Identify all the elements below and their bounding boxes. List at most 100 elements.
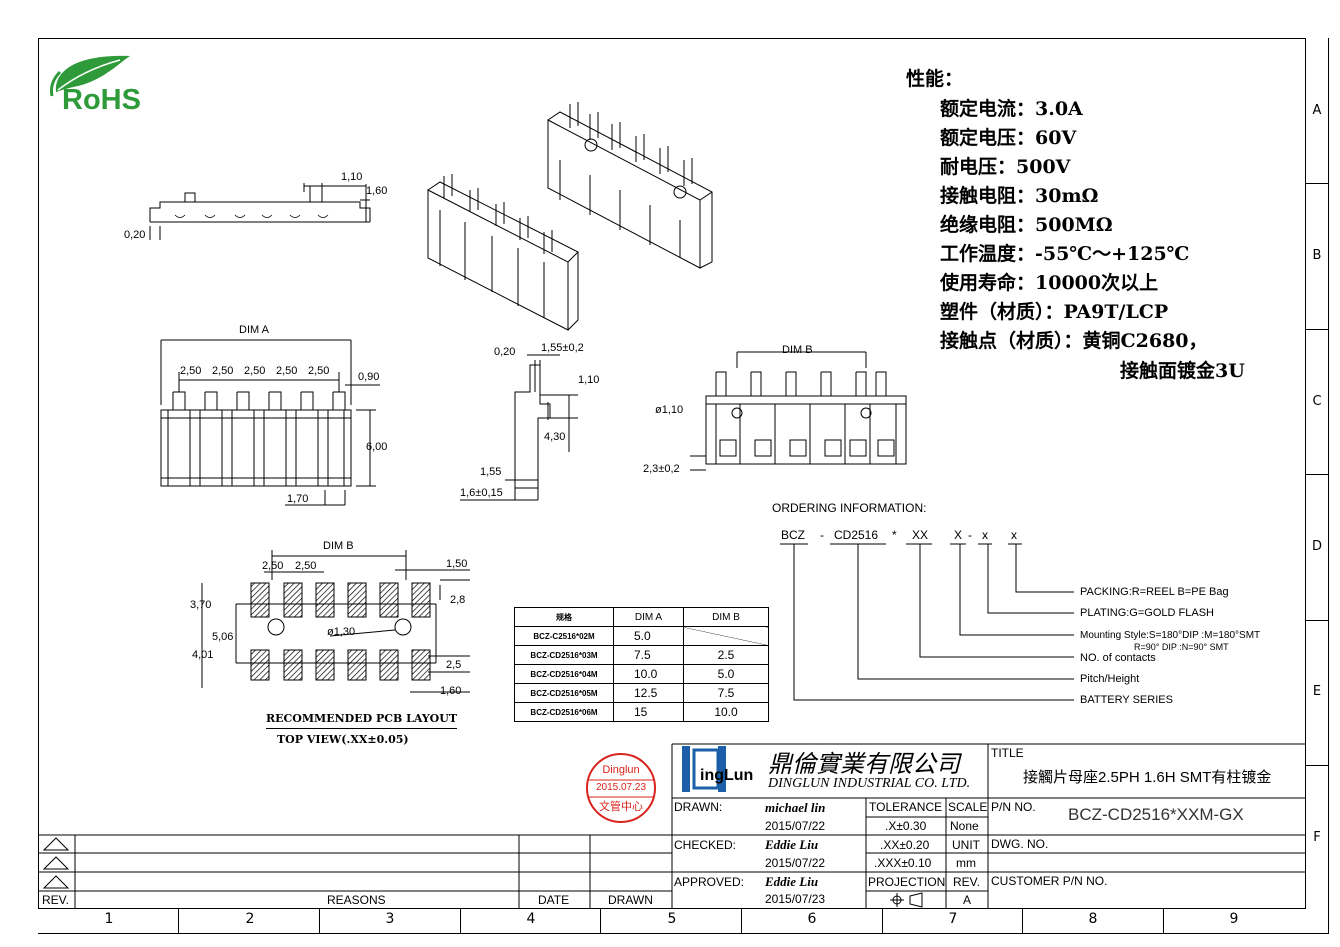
zone-row-d: D	[1311, 539, 1322, 554]
drawing-title: 接觸片母座2.5PH 1.6H SMT有柱镀金	[1023, 769, 1272, 786]
table-cell: BCZ-C2516*02M	[514, 626, 614, 646]
table-cell: 10.0	[683, 702, 769, 722]
zone-row-a: A	[1312, 103, 1322, 118]
projection-symbol	[890, 892, 923, 908]
dim-text: 2,50	[295, 560, 317, 572]
ordering-note: R=90° DIP :N=90° SMT	[1134, 642, 1229, 652]
table-cell: 7.5	[683, 683, 769, 703]
approved-date: 2015/07/23	[765, 892, 826, 906]
company-mark-text: ingLun	[700, 767, 754, 784]
dim-text: DIM B	[782, 344, 813, 356]
zone-divider	[1306, 183, 1328, 184]
dim-text: 2,50	[262, 560, 284, 572]
ruler-divider	[600, 909, 601, 933]
table-cell: BCZ-CD2516*06M	[514, 702, 614, 722]
ordering-code: -	[968, 528, 972, 542]
dim-text: ø1,30	[327, 626, 356, 638]
rohs-logo: RoHS	[48, 50, 158, 120]
dim-text: 2,50	[276, 365, 298, 377]
table-cell: 5.0	[683, 664, 769, 684]
zone-row-c: C	[1312, 394, 1322, 409]
front-view-dim-b	[690, 351, 907, 471]
ordering-note: PACKING:R=REEL B=PE Bag	[1080, 586, 1229, 598]
ordering-code: x	[1011, 528, 1017, 542]
stamp-dept: 文管中心	[599, 800, 643, 813]
company-name-en: DINGLUN INDUSTRIAL CO. LTD.	[768, 776, 971, 791]
dim-text: 2,50	[308, 365, 330, 377]
table-cell: 10.0	[613, 664, 684, 684]
iso-view-right	[547, 102, 713, 269]
table-cell: 12.5	[613, 683, 684, 703]
rev-label: REV.	[953, 875, 980, 889]
pcb-layout	[201, 550, 470, 693]
dim-text: 2,3±0,2	[643, 463, 680, 475]
dim-text: 1,55±0,2	[541, 342, 584, 354]
spec-line: 使用寿命：10000次以上	[940, 272, 1159, 294]
ordering-code: BCZ	[781, 528, 805, 542]
tolerance-x: .X±0.30	[885, 819, 927, 833]
title-block-lines	[38, 743, 1306, 909]
checked-name: Eddie Liu	[765, 837, 819, 852]
dim-text: 1,10	[341, 171, 363, 183]
stamp-date: 2015.07.23	[595, 782, 647, 793]
zone-divider	[1306, 620, 1328, 621]
dim-text: 0,20	[494, 346, 516, 358]
unit-value: mm	[956, 856, 976, 870]
ordering-code: XX	[912, 528, 929, 542]
ordering-code: X	[954, 528, 963, 542]
drawn-date: 2015/07/22	[765, 819, 826, 833]
side-view	[149, 183, 371, 240]
dim-text: ø1,10	[655, 404, 684, 416]
ruler-divider	[1163, 909, 1164, 933]
ordering-note: NO. of contacts	[1080, 652, 1156, 664]
scale-label: SCALE	[948, 800, 988, 814]
spec-line: 额定电流：3.0A	[940, 98, 1083, 120]
specs-heading: 性能：	[906, 68, 964, 90]
reasons-col-header: REASONS	[327, 893, 386, 907]
dim-text: DIM B	[323, 540, 354, 552]
checked-date: 2015/07/22	[765, 856, 826, 870]
table-cell: 7.5	[613, 645, 684, 665]
table-header: 规格	[514, 607, 614, 627]
dim-text: 3,70	[190, 599, 212, 611]
dim-text: 1,10	[578, 374, 600, 386]
rev-col-header: REV.	[42, 893, 69, 907]
ordering-code: *	[892, 528, 897, 542]
drawn-col-header: DRAWN	[608, 893, 653, 907]
front-view-dim-a	[160, 339, 380, 506]
zone-col-9: 9	[1229, 911, 1239, 927]
ruler-divider	[741, 909, 742, 933]
profile-view	[460, 354, 578, 501]
iso-view-left	[427, 174, 579, 331]
zone-divider	[1306, 474, 1328, 475]
dim-text: 1,60	[440, 685, 462, 697]
pcb-caption-title: RECOMMENDED PCB LAYOUT	[266, 712, 458, 729]
spec-line: 绝缘电阻：500MΩ	[940, 214, 1113, 236]
tolerance-xxx: .XXX±0.10	[874, 856, 932, 870]
dim-text: 5,06	[212, 631, 234, 643]
spec-line: 接触点（材质）：黄铜C2680，	[940, 330, 1208, 352]
title-label: TITLE	[991, 746, 1024, 760]
zone-row-e: E	[1312, 684, 1322, 699]
zone-col-8: 8	[1088, 911, 1098, 927]
dim-text: 2,8	[450, 594, 466, 606]
dim-text: 4,30	[544, 431, 566, 443]
tolerance-label: TOLERANCE	[869, 800, 943, 814]
zone-col-2: 2	[245, 911, 255, 927]
leaf-icon	[50, 55, 130, 97]
pcb-pads	[250, 582, 431, 681]
dim-text: 2,50	[180, 365, 202, 377]
table-cell: 15	[613, 702, 684, 722]
table-cell: BCZ-CD2516*05M	[514, 683, 614, 703]
approved-label: APPROVED:	[674, 875, 745, 889]
spec-line: 工作温度：-55℃～+125℃	[940, 243, 1190, 265]
zone-col-3: 3	[385, 911, 395, 927]
date-col-header: DATE	[538, 893, 570, 907]
ruler-divider	[460, 909, 461, 933]
table-header: DIM A	[613, 607, 684, 627]
